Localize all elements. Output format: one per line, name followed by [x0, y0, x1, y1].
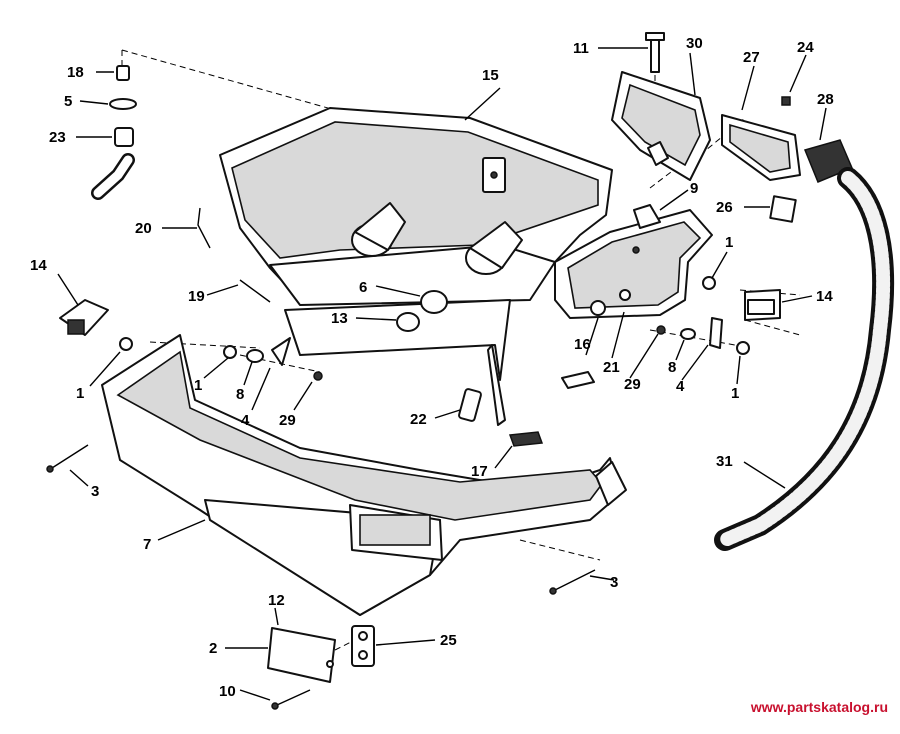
- callout-9: 9: [690, 180, 698, 197]
- washers: [119, 195, 797, 381]
- lower-cover: [101, 334, 627, 616]
- callout-4-left: 4: [241, 412, 250, 429]
- callout-14-left: 14: [30, 257, 47, 274]
- callout-29-right: 29: [624, 376, 641, 393]
- callout-21: 21: [603, 359, 620, 376]
- callout-30: 30: [686, 35, 703, 52]
- leader-lines: [57, 47, 827, 701]
- callout-26: 26: [716, 199, 733, 216]
- side-bracket: [721, 96, 801, 181]
- callout-28: 28: [817, 91, 834, 108]
- callout-7: 7: [143, 536, 151, 553]
- callout-1-right-top: 1: [725, 234, 733, 251]
- watermark: www.partskatalog.ru: [750, 699, 888, 715]
- callout-2: 2: [209, 640, 217, 657]
- callout-24: 24: [797, 39, 814, 56]
- callout-20: 20: [135, 220, 152, 237]
- callout-labels: 18 5 23 20 14 19 1 1 8 4 29 15 6 13 22 1…: [30, 35, 834, 700]
- callout-10: 10: [219, 683, 236, 700]
- callout-19: 19: [188, 288, 205, 305]
- callout-11: 11: [573, 40, 589, 57]
- callout-3-right: 3: [610, 574, 618, 591]
- callout-23: 23: [49, 129, 66, 146]
- right-bracket: [554, 209, 713, 319]
- grommet-and-hose: [714, 139, 895, 551]
- top-bracket: [611, 32, 711, 181]
- callout-12: 12: [268, 592, 285, 609]
- callout-15: 15: [482, 67, 499, 84]
- screws: [46, 444, 596, 710]
- callout-8-left: 8: [236, 386, 244, 403]
- callout-5: 5: [64, 93, 72, 110]
- callout-29-left: 29: [279, 412, 296, 429]
- callout-8-right: 8: [668, 359, 676, 376]
- callout-1-mid: 1: [194, 377, 202, 394]
- callout-18: 18: [67, 64, 84, 81]
- callout-6: 6: [359, 279, 367, 296]
- callout-1-right-bottom: 1: [731, 385, 739, 402]
- upper-cover: [219, 107, 613, 426]
- callout-25: 25: [440, 632, 457, 649]
- callout-22: 22: [410, 411, 427, 428]
- callout-13: 13: [331, 310, 348, 327]
- callout-4-right: 4: [676, 378, 685, 395]
- callout-27: 27: [743, 49, 760, 66]
- plates: [267, 371, 595, 683]
- pad-left: [59, 299, 109, 336]
- callout-1-left: 1: [76, 385, 84, 402]
- callout-16: 16: [574, 336, 591, 353]
- pad-right: [744, 289, 781, 321]
- callout-17: 17: [471, 463, 488, 480]
- callout-3-left: 3: [91, 483, 99, 500]
- callout-31: 31: [716, 453, 733, 470]
- callout-14-right: 14: [816, 288, 833, 305]
- left-small-parts: [91, 65, 271, 303]
